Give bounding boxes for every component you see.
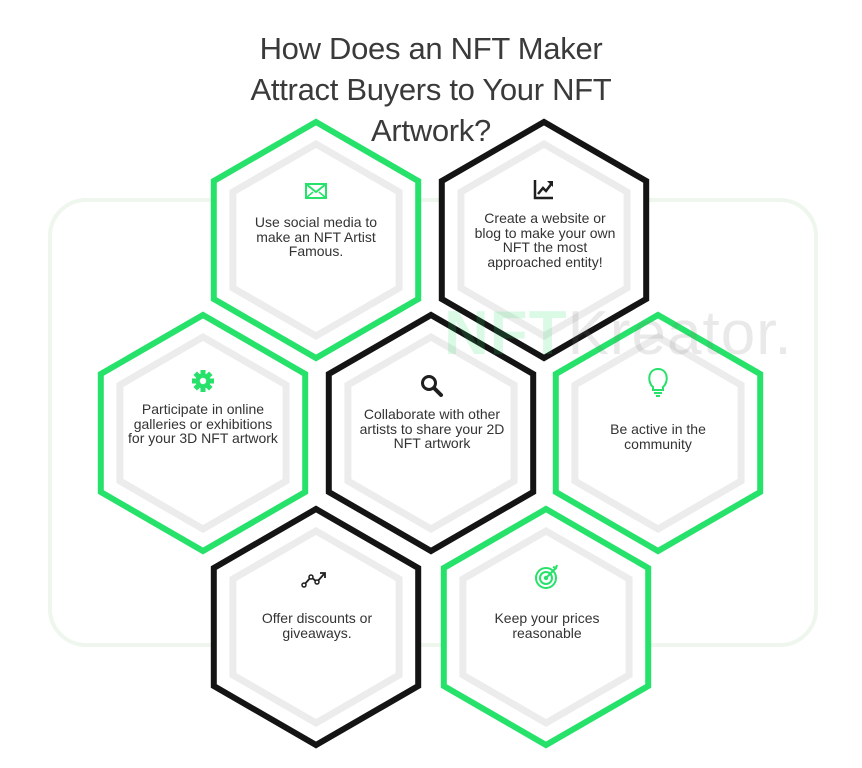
hex-social-media-text: Use social media to make an NFT Artist F… <box>254 214 378 259</box>
hex-discounts <box>210 505 422 749</box>
background-frame <box>48 198 818 647</box>
hex-prices <box>440 505 652 749</box>
hex-website <box>438 118 650 362</box>
lightbulb-icon <box>648 367 668 397</box>
title-line-2: Attract Buyers to Your NFT <box>250 72 612 107</box>
page-title: How Does an NFT Maker Attract Buyers to … <box>181 28 681 151</box>
watermark-logo: NFTKreator. <box>444 298 793 369</box>
trend-chart-icon <box>533 180 553 200</box>
target-icon <box>535 564 558 589</box>
hex-prices-text: Keep your prices reasonable <box>494 610 600 641</box>
hex-website-text: Create a website or blog to make your ow… <box>474 210 616 270</box>
line-graph-icon <box>301 572 326 588</box>
hex-galleries-text: Participate in online galleries or exhib… <box>128 401 278 446</box>
watermark-part-2: Kreator. <box>567 299 793 368</box>
hex-community-text: Be active in the community <box>610 421 706 452</box>
watermark-part-1: NFT <box>444 299 568 368</box>
gear-icon <box>192 370 214 392</box>
hex-discounts-text: Offer discounts or giveaways. <box>261 610 373 641</box>
title-line-1: How Does an NFT Maker <box>259 31 603 66</box>
hexagon-layer <box>97 118 764 749</box>
title-line-3: Artwork? <box>371 113 491 148</box>
hex-social-media <box>210 118 422 362</box>
search-icon <box>421 375 443 397</box>
hex-community <box>552 311 764 555</box>
hex-galleries <box>97 311 309 555</box>
envelope-icon <box>305 183 327 199</box>
hex-collaborate <box>325 311 537 555</box>
hex-collaborate-text: Collaborate with other artists to share … <box>359 406 505 451</box>
